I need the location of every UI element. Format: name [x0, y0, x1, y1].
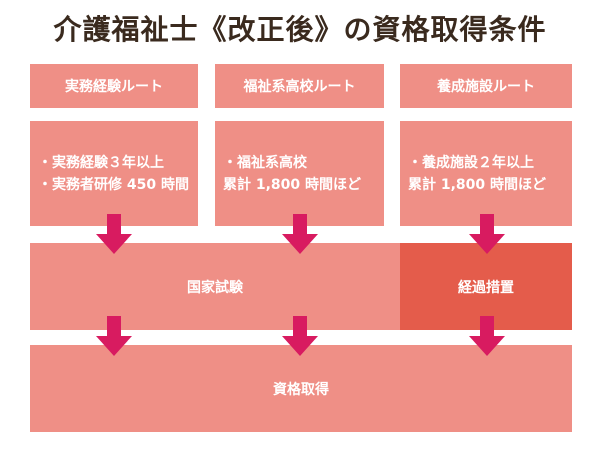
- route-detail-line: ・実務経験３年以上: [38, 154, 164, 171]
- down-arrow-icon: [469, 316, 505, 356]
- transitional-measure-box: 経過措置: [400, 243, 572, 330]
- down-arrow-icon: [96, 316, 132, 356]
- route-detail-line: 累計 1,800 時間ほど: [408, 176, 547, 193]
- page-title: 介護福祉士《改正後》の資格取得条件: [53, 13, 547, 46]
- down-arrow-icon: [282, 316, 318, 356]
- down-arrow-icon: [96, 214, 132, 254]
- down-arrow-icon: [469, 214, 505, 254]
- route-detail-line: ・福祉系高校: [223, 154, 307, 171]
- route-detail-line: ・実務者研修 450 時間: [38, 176, 189, 193]
- route-header-experience: 実務経験ルート: [30, 64, 198, 108]
- route-detail-line: ・養成施設２年以上: [408, 154, 534, 171]
- qualification-acquired-box: 資格取得: [30, 345, 572, 432]
- route-detail-welfare-high-school: ・福祉系高校 累計 1,800 時間ほど: [215, 121, 384, 226]
- route-detail-line: 累計 1,800 時間ほど: [223, 176, 362, 193]
- route-header-welfare-high-school: 福祉系高校ルート: [215, 64, 384, 108]
- down-arrow-icon: [282, 214, 318, 254]
- route-header-training-facility: 養成施設ルート: [400, 64, 572, 108]
- route-detail-training-facility: ・養成施設２年以上 累計 1,800 時間ほど: [400, 121, 572, 226]
- national-exam-box: 国家試験: [30, 243, 400, 330]
- route-detail-experience: ・実務経験３年以上 ・実務者研修 450 時間: [30, 121, 198, 226]
